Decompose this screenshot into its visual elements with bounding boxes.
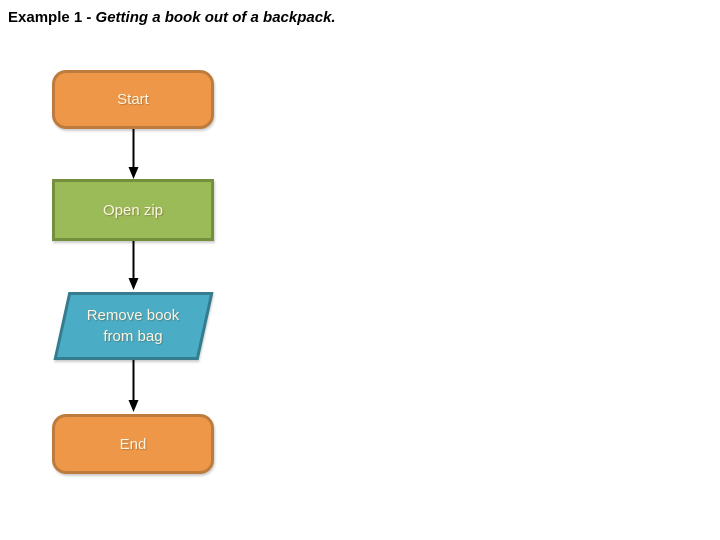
connector-arrow-removebook-to-end (128, 360, 139, 412)
connector-arrow-start-to-openzip (128, 129, 139, 179)
node-end-label: End (119, 435, 147, 453)
flowchart-node-remove-book[interactable]: Remove book from bag (53, 292, 214, 360)
slide-title: Example 1 - Getting a book out of a back… (8, 9, 336, 26)
node-start-label: Start (117, 91, 149, 108)
flowchart-node-end[interactable]: End (52, 414, 214, 474)
title-emphasis: Getting a book out of a backpack. (95, 9, 336, 26)
terminator-shape (52, 70, 214, 129)
title-prefix: Example 1 - (8, 9, 96, 26)
terminator-shape (52, 414, 214, 474)
connector-arrow-openzip-to-removebook (128, 241, 139, 290)
process-shape (52, 179, 214, 241)
flowchart-node-open-zip[interactable]: Open zip (52, 179, 214, 241)
node-open-zip-label: Open zip (102, 201, 164, 219)
flowchart-node-start[interactable]: Start (52, 70, 214, 129)
node-remove-book-label: Remove book from bag (86, 307, 180, 345)
